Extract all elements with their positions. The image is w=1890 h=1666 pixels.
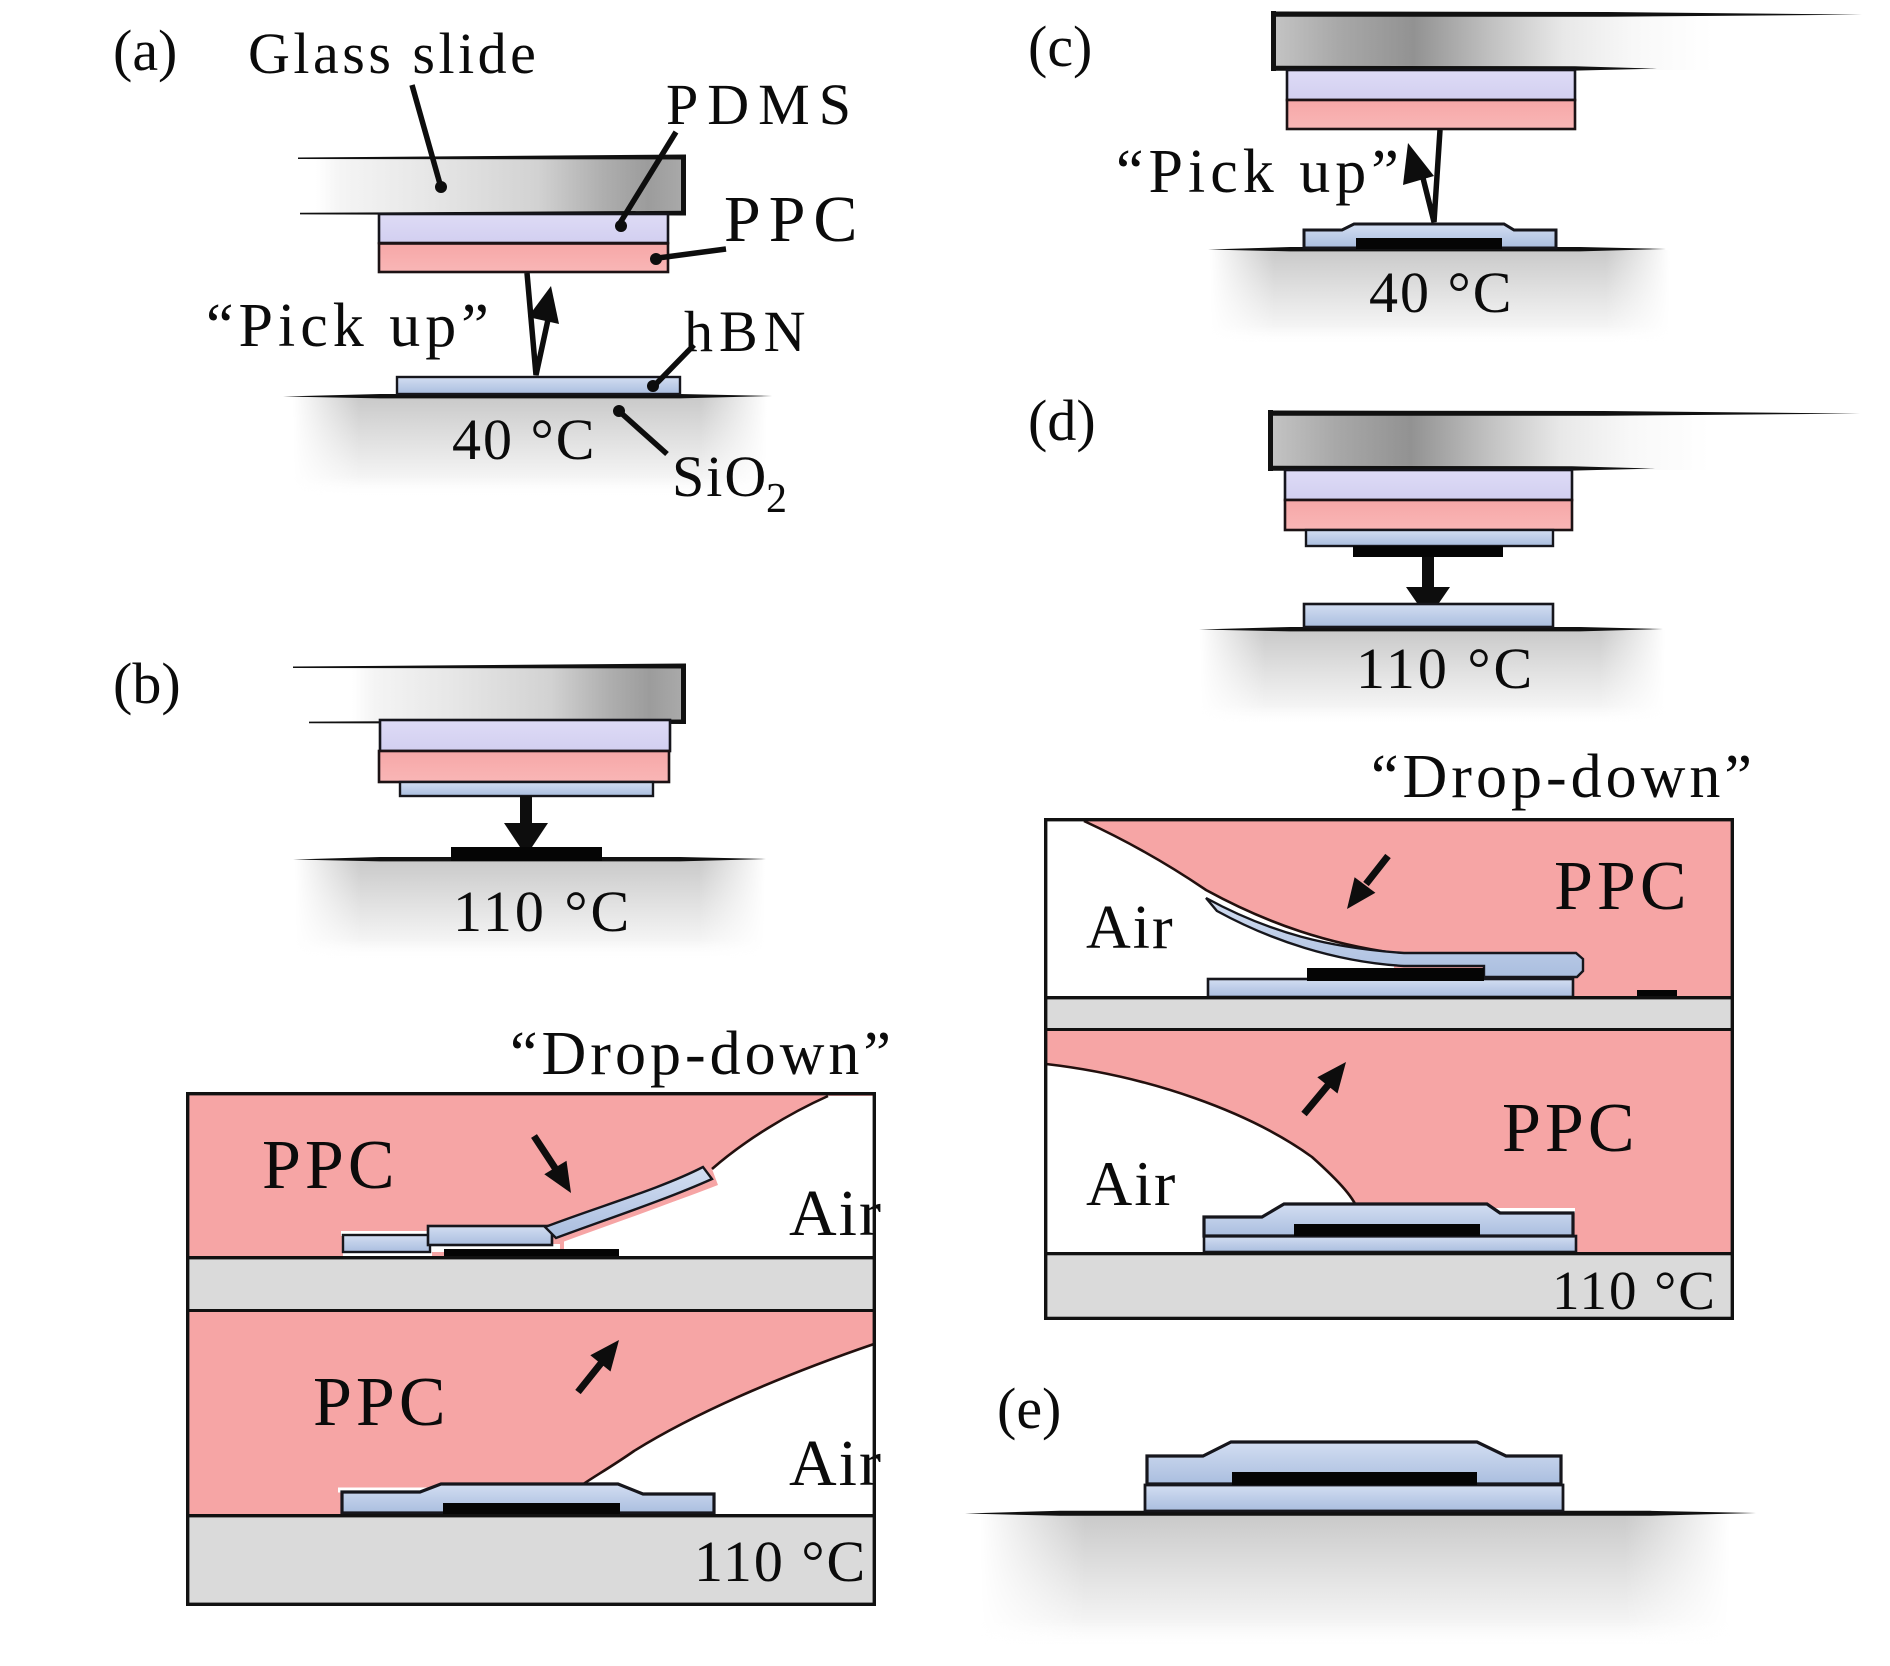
svg-text:110 °C: 110 °C xyxy=(453,879,632,944)
svg-text:PPC: PPC xyxy=(313,1364,450,1441)
svg-text:110 °C: 110 °C xyxy=(1552,1260,1717,1321)
svg-text:PPC: PPC xyxy=(262,1127,399,1204)
svg-text:Glass slide: Glass slide xyxy=(248,21,539,86)
svg-text:hBN: hBN xyxy=(684,299,812,364)
svg-text:(d): (d) xyxy=(1028,388,1096,453)
svg-text:Air: Air xyxy=(789,1427,883,1500)
svg-text:110 °C: 110 °C xyxy=(1356,636,1535,701)
svg-text:PPC: PPC xyxy=(1502,1090,1639,1167)
svg-text:Air: Air xyxy=(1086,1148,1177,1219)
svg-text:PDMS: PDMS xyxy=(666,72,860,137)
svg-text:PPC: PPC xyxy=(724,183,865,256)
svg-text:40 °C: 40 °C xyxy=(1369,260,1513,325)
svg-text:Air: Air xyxy=(1086,894,1175,962)
svg-text:(c): (c) xyxy=(1028,14,1092,79)
svg-text:PPC: PPC xyxy=(1554,848,1691,925)
svg-text:“Drop-down”: “Drop-down” xyxy=(1371,743,1756,811)
svg-text:“Pick up”: “Pick up” xyxy=(206,292,494,360)
svg-text:(e): (e) xyxy=(997,1376,1061,1441)
svg-text:(a): (a) xyxy=(113,18,177,83)
svg-text:Air: Air xyxy=(789,1177,883,1250)
svg-text:40 °C: 40 °C xyxy=(452,407,596,472)
svg-text:SiO: SiO xyxy=(672,444,768,509)
svg-text:(b): (b) xyxy=(113,651,181,716)
svg-text:“Pick up”: “Pick up” xyxy=(1116,138,1404,206)
svg-text:110 °C: 110 °C xyxy=(694,1529,867,1594)
svg-text:2: 2 xyxy=(766,476,787,522)
svg-text:“Drop-down”: “Drop-down” xyxy=(510,1020,895,1088)
